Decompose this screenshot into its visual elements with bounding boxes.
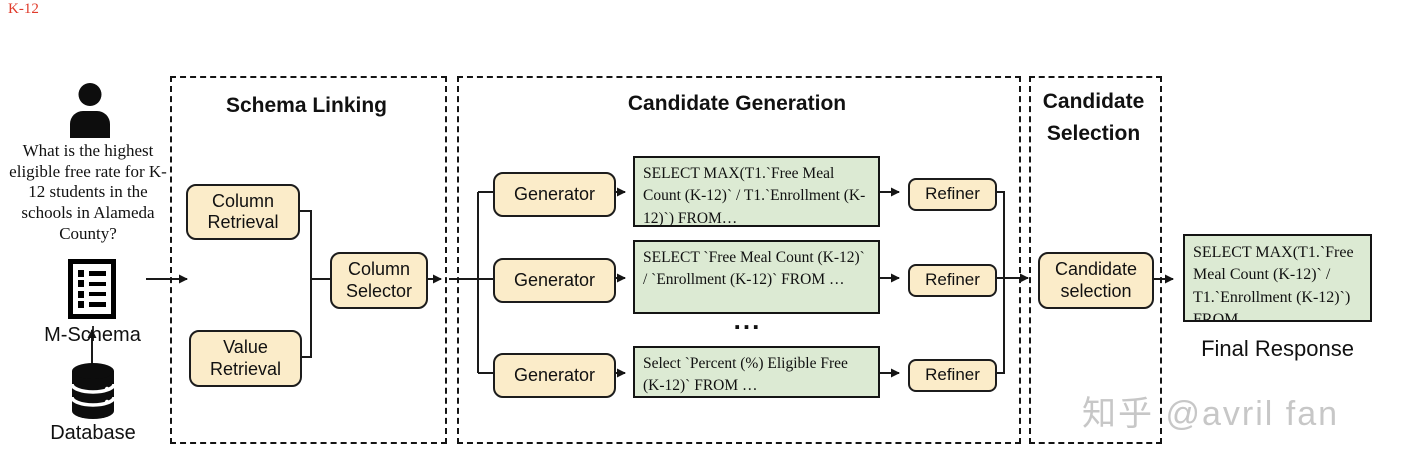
generator-node-2: Generator [493, 258, 616, 303]
user-question: What is the highest eligible free rate f… [9, 141, 167, 243]
generator-node-3: Generator [493, 353, 616, 398]
candidate-selection-stage-frame [1029, 76, 1162, 444]
candidate-generation-title: Candidate Generation [627, 92, 847, 115]
column-selector-node: Column Selector [330, 252, 428, 309]
refiner-node-3: Refiner [908, 359, 997, 392]
m-schema-label: M-Schema [44, 324, 141, 346]
generator-node-1: Generator [493, 172, 616, 217]
candidate-selection-title: Candidate Selection [1042, 90, 1145, 145]
schema-linking-stage-frame [170, 76, 447, 444]
refiner-node-2: Refiner [908, 264, 997, 297]
column-retrieval-node: Column Retrieval [186, 184, 300, 240]
candidate-sql-3: Select `Percent (%) Eligible Free (K-12)… [633, 346, 880, 398]
candidates-ellipsis: ... [733, 305, 762, 335]
refiner-node-1: Refiner [908, 178, 997, 211]
candidate-generation-stage-frame [457, 76, 1021, 444]
database-label: Database [50, 422, 136, 444]
m-schema-icon [68, 259, 116, 319]
final-sql-box: SELECT MAX(T1.`Free Meal Count (K-12)` /… [1183, 234, 1372, 322]
final-response-label: Final Response [1201, 336, 1354, 361]
schema-linking-title: Schema Linking [225, 94, 388, 117]
candidate-selection-node: Candidate selection [1038, 252, 1154, 309]
database-icon [70, 363, 116, 419]
candidate-sql-1: SELECT MAX(T1.`Free Meal Count (K-12)` /… [633, 156, 880, 227]
user-icon [70, 83, 110, 138]
corner-note: K-12 [8, 1, 39, 17]
value-retrieval-node: Value Retrieval [189, 330, 302, 387]
watermark: 知乎 @avril fan [1082, 395, 1340, 433]
candidate-sql-2: SELECT `Free Meal Count (K-12)` / `Enrol… [633, 240, 880, 314]
